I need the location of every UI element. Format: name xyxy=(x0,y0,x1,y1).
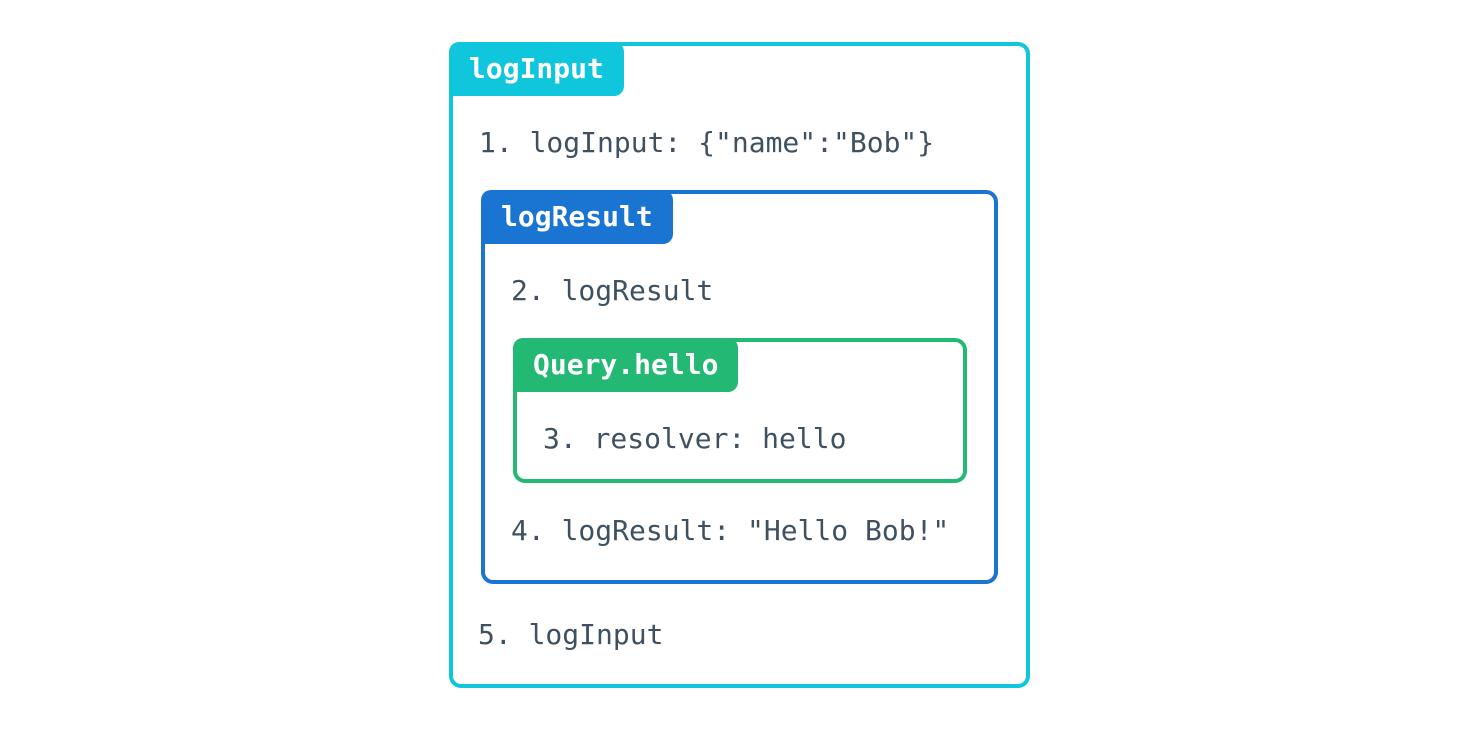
step-2-logresult-before: 2. logResult xyxy=(511,274,714,307)
loginput-box: logInput 1. logInput: {"name":"Bob"} log… xyxy=(449,42,1030,688)
query-hello-resolver-box: Query.hello 3. resolver: hello xyxy=(513,338,967,483)
loginput-label: logInput xyxy=(449,42,624,96)
step-1-loginput-before: 1. logInput: {"name":"Bob"} xyxy=(479,126,935,159)
logresult-box: logResult 2. logResult Query.hello 3. re… xyxy=(481,190,998,584)
query-hello-label: Query.hello xyxy=(513,338,739,392)
step-5-loginput-after: 5. logInput xyxy=(478,618,664,651)
logresult-label: logResult xyxy=(481,190,673,244)
step-4-logresult-after: 4. logResult: "Hello Bob!" xyxy=(511,514,950,547)
step-3-resolver: 3. resolver: hello xyxy=(543,422,847,455)
